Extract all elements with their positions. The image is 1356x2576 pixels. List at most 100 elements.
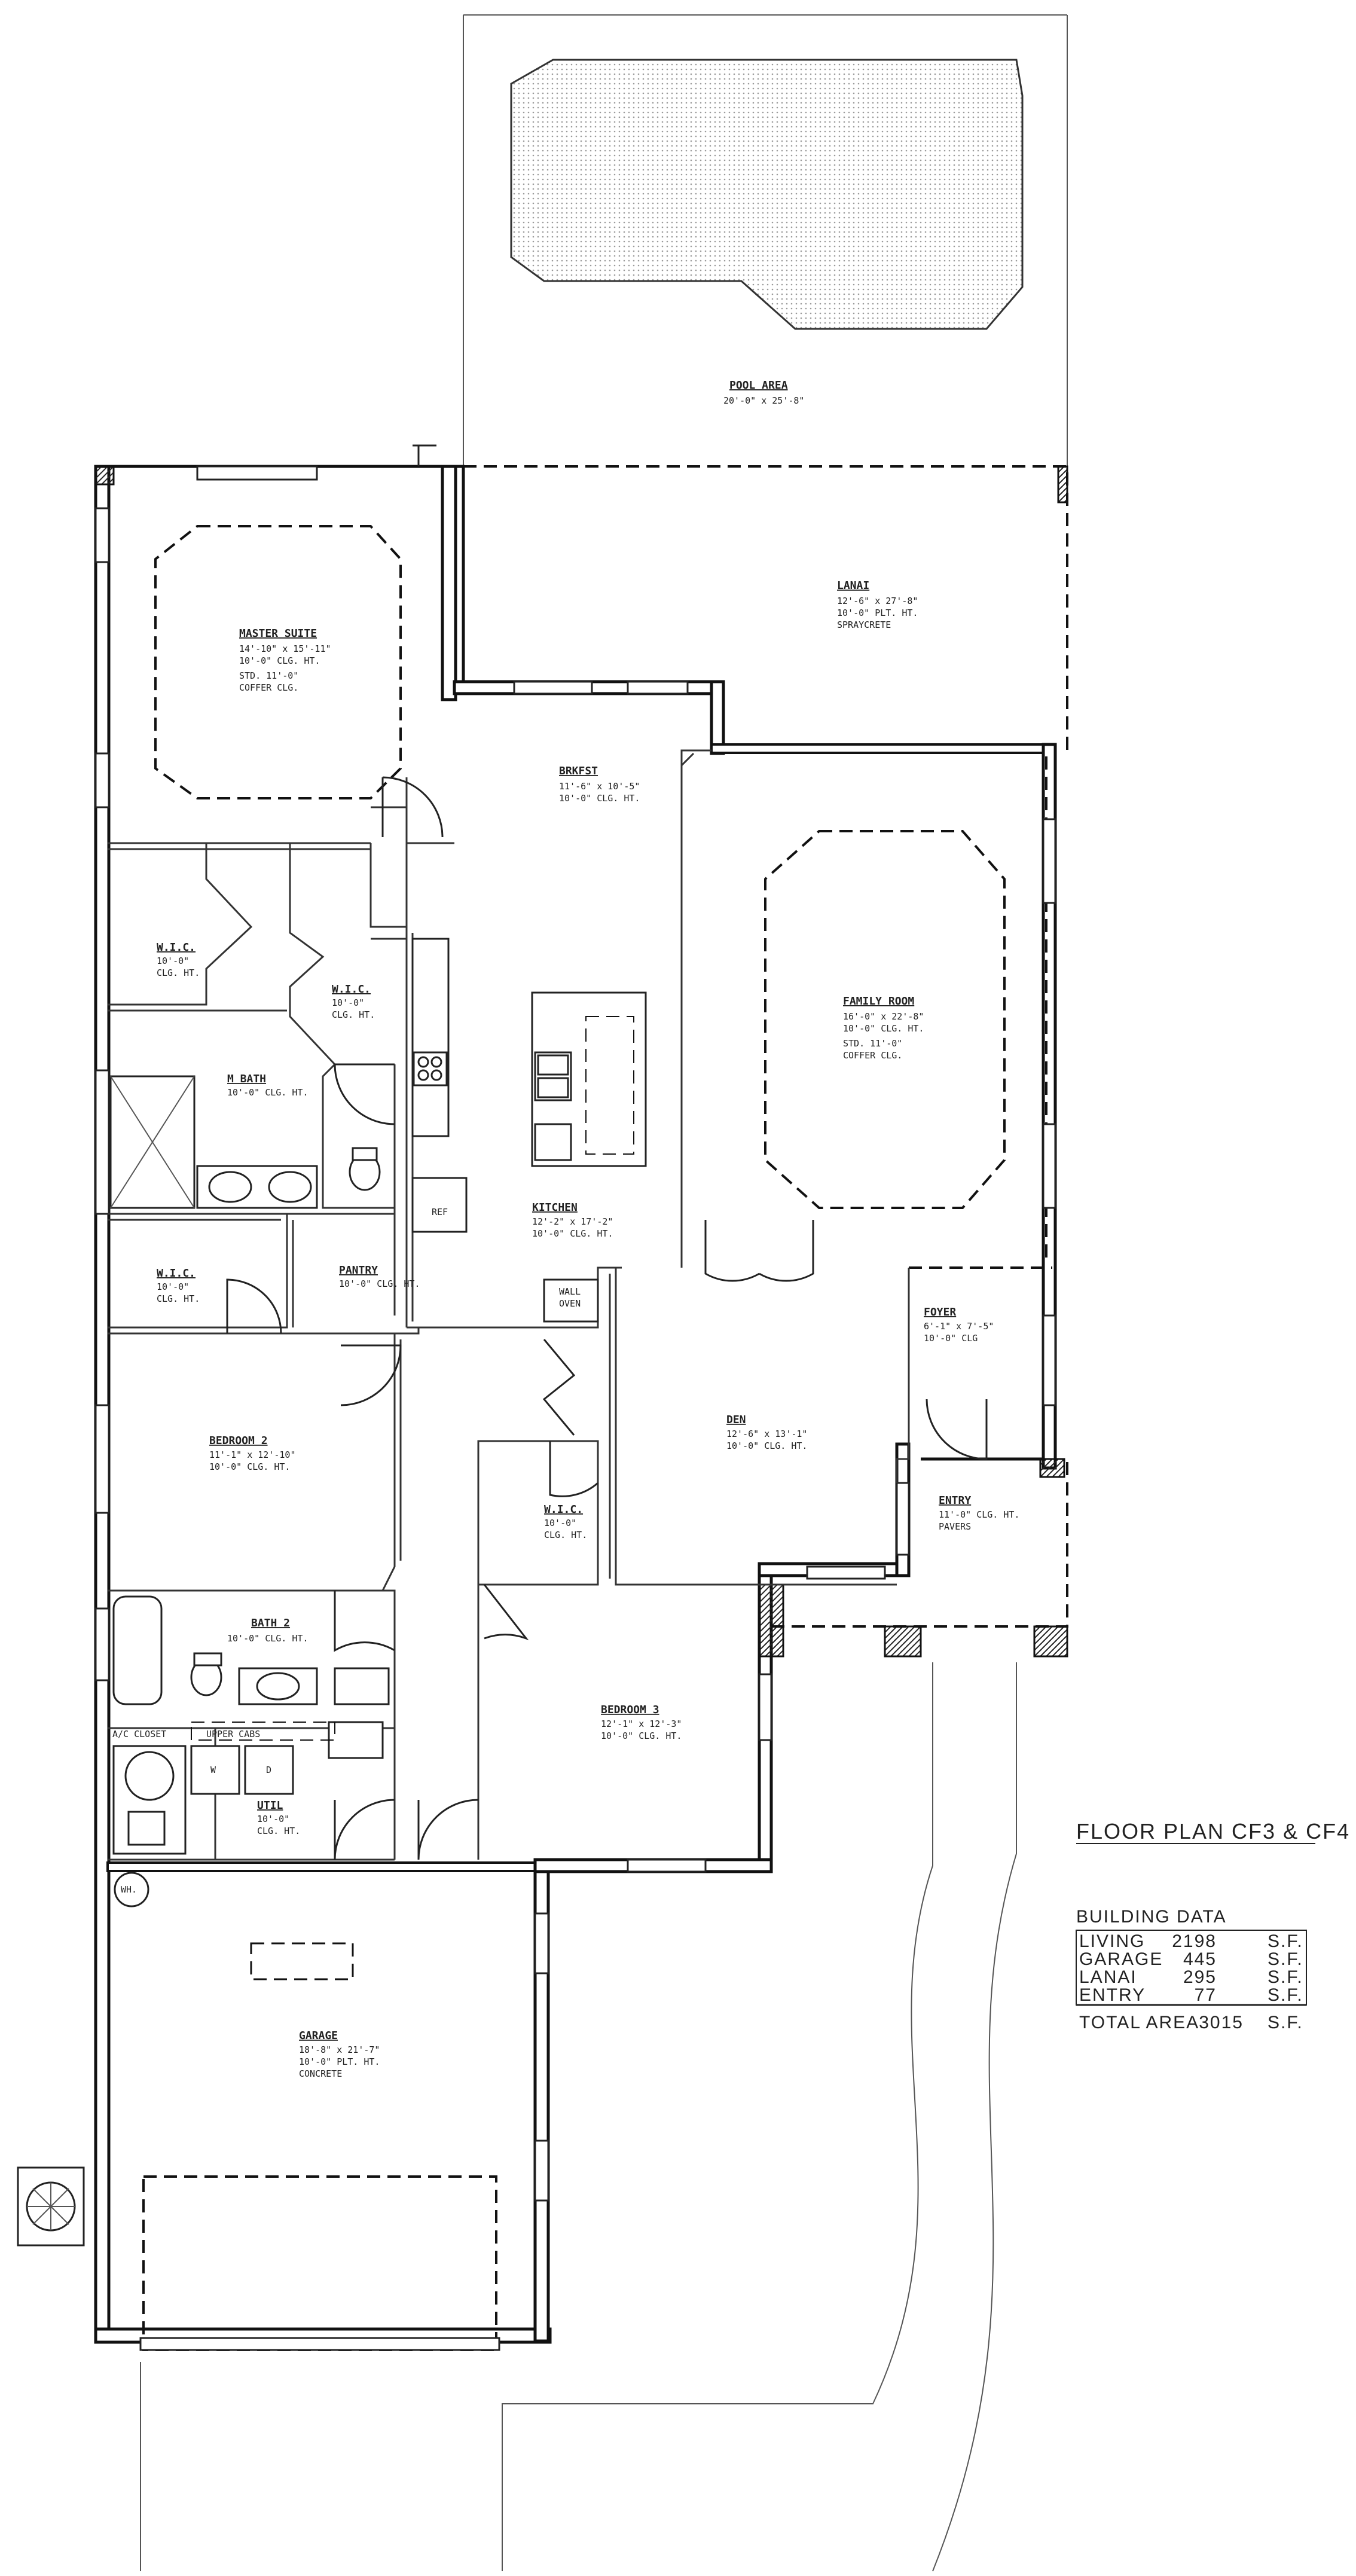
family-room-name: FAMILY ROOM [843,995,914,1008]
m-bath-line-1: 10'-0" CLG. HT. [227,1087,308,1098]
washer [190,1745,240,1795]
bath-2-line-1: 10'-0" CLG. HT. [227,1633,308,1644]
bd-row-garage-label: GARAGE [1079,1949,1163,1969]
bd-row-garage-unit: S.F. [1268,1949,1303,1969]
bd-total-unit: S.F. [1268,2013,1303,2032]
door-swings [226,776,988,1860]
family-room-line-2: 10'-0" CLG. HT. [843,1023,924,1034]
wic-3-line-2: CLG. HT. [157,1293,200,1304]
bd-row-living-value: 2198 [1172,1931,1217,1951]
master-suite-line-1: 14'-10" x 15'-11" [239,643,331,654]
util-line-1: 10'-0" [257,1814,289,1824]
bedroom-3-line-2: 10'-0" CLG. HT. [601,1730,682,1741]
foyer-name: FOYER [924,1306,956,1318]
windows [94,465,1056,2202]
bd-row-living-label: LIVING [1079,1931,1145,1951]
pool-area-line-1: 20'-0" x 25'-8" [723,395,804,406]
util-name: UTIL [257,1799,283,1812]
garage-door [139,2337,500,2351]
bd-row-entry-unit: S.F. [1268,1985,1303,2005]
family-room-line-4: COFFER CLG. [843,1050,902,1061]
cooktop [413,1051,448,1086]
bd-row-lanai-label: LANAI [1079,1967,1137,1987]
brkfst-line-1: 11'-6" x 10'-5" [559,781,640,792]
building-data-heading: BUILDING DATA [1076,1907,1227,1927]
pool-area-name: POOL AREA [729,379,788,392]
wall-oven-label-1: WALL [559,1286,581,1297]
foyer-line-1: 6'-1" x 7'-5" [924,1321,994,1332]
family-room-line-3: STD. 11'-0" [843,1038,902,1049]
wic-4-line-1: 10'-0" [544,1518,576,1528]
bedroom-2-line-2: 10'-0" CLG. HT. [209,1461,290,1472]
refrigerator [411,1177,468,1233]
entry-name: ENTRY [939,1494,971,1507]
wic-2-name: W.I.C. [332,983,371,996]
kitchen-line-1: 12'-2" x 17'-2" [532,1216,613,1227]
bd-row-lanai-unit: S.F. [1268,1967,1303,1987]
den-line-1: 12'-6" x 13'-1" [726,1429,807,1439]
bd-row-garage-value: 445 [1183,1949,1217,1969]
fixture-labels: REF WALL OVEN A/C CLOSET UPPER CABS W D … [112,1207,581,1895]
lanai-line-2: 10'-0" PLT. HT. [837,608,918,618]
den-name: DEN [726,1414,746,1426]
garage-line-2: 10'-0" PLT. HT. [299,2056,380,2067]
bd-row-entry-label: ENTRY [1079,1985,1146,2005]
bd-total-label: TOTAL AREA [1079,2013,1199,2032]
pool [510,59,1024,330]
upper-cabs-label: UPPER CABS [206,1729,260,1739]
room-labels: POOL AREA 20'-0" x 25'-8" LANAI 12'-6" x… [157,379,1019,2079]
wic-4-name: W.I.C. [544,1503,583,1516]
ac-closet-label: A/C CLOSET [112,1729,166,1739]
master-suite-line-3: STD. 11'-0" [239,670,298,681]
wic-2-line-2: CLG. HT. [332,1009,375,1020]
wic-1-line-2: CLG. HT. [157,967,200,978]
family-room-line-1: 16'-0" x 22'-8" [843,1011,924,1022]
bathtub [112,1595,163,1705]
water-heater-label: WH. [121,1884,137,1895]
floor-plan-title: FLOOR PLAN CF3 & CF4 [1076,1819,1350,1844]
water-heater [114,1872,149,1907]
master-suite-line-4: COFFER CLG. [239,682,298,693]
lanai-line-1: 12'-6" x 27'-8" [837,596,918,606]
master-suite-name: MASTER SUITE [239,627,317,640]
wic-4-line-2: CLG. HT. [544,1530,587,1540]
site-lines [140,14,1068,2572]
garage-line-3: CONCRETE [299,2068,342,2079]
bd-row-lanai-value: 295 [1183,1967,1217,1987]
ac-unit [124,1751,175,1801]
kitchen-line-2: 10'-0" CLG. HT. [532,1228,613,1239]
garage-line-1: 18'-8" x 21'-7" [299,2044,380,2055]
exterior-walls [94,465,1068,2344]
pantry-line-1: 10'-0" CLG. HT. [339,1278,420,1289]
entry-line-2: PAVERS [939,1521,971,1532]
wic-2-line-1: 10'-0" [332,997,364,1008]
washer-label: W [210,1765,216,1775]
dryer-label: D [266,1765,271,1775]
foyer-line-2: 10'-0" CLG [924,1333,978,1344]
title-block: FLOOR PLAN CF3 & CF4 BUILDING DATA LIVIN… [1076,1819,1350,2032]
wall-oven [543,1278,599,1323]
entry-line-1: 11'-0" CLG. HT. [939,1509,1019,1520]
fixtures [17,444,647,2351]
lanai-line-3: SPRAYCRETE [837,619,891,630]
bedroom-2-line-1: 11'-1" x 12'-10" [209,1449,296,1460]
wic-3-name: W.I.C. [157,1267,196,1280]
interior-walls [108,749,910,1861]
brkfst-line-2: 10'-0" CLG. HT. [559,793,640,804]
lanai-name: LANAI [837,579,869,592]
wic-1-name: W.I.C. [157,941,196,954]
m-bath-name: M BATH [227,1073,266,1085]
family-coffer-ceiling [764,830,1006,1209]
bd-row-living-unit: S.F. [1268,1931,1303,1951]
master-suite-line-2: 10'-0" CLG. HT. [239,655,320,666]
bedroom-3-name: BEDROOM 3 [601,1704,659,1716]
pantry-name: PANTRY [339,1264,378,1277]
dryer [244,1745,294,1795]
kitchen-name: KITCHEN [532,1201,578,1214]
bath-2-name: BATH 2 [251,1617,290,1629]
wic-3-line-1: 10'-0" [157,1281,189,1292]
bd-total-value: 3015 [1199,2013,1244,2032]
bedroom-2-name: BEDROOM 2 [209,1434,268,1447]
bd-row-entry-value: 77 [1195,1985,1217,2005]
